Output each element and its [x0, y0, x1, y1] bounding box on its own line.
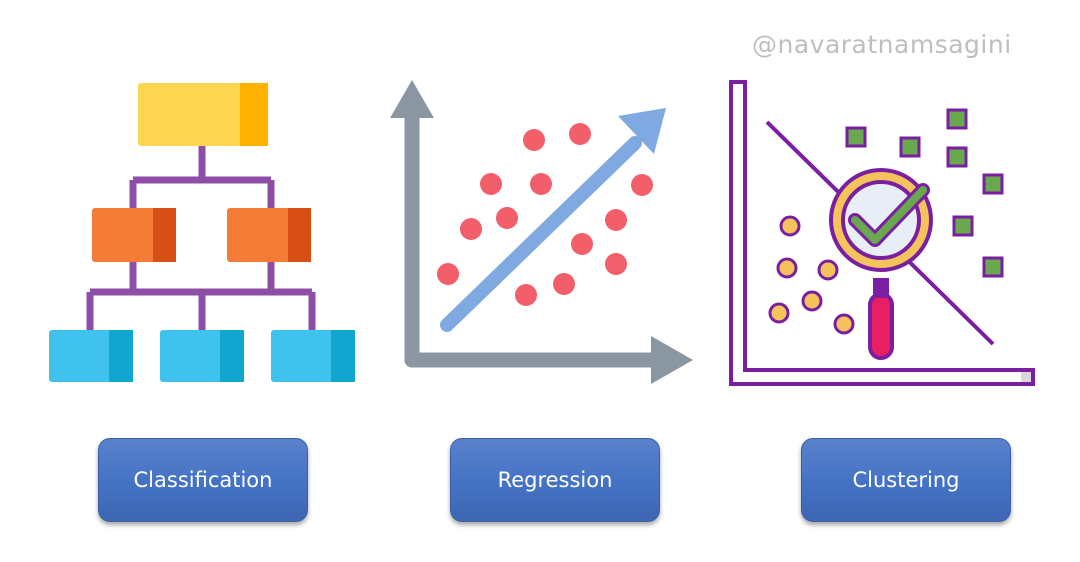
- regression-button[interactable]: Regression: [450, 438, 660, 522]
- watermark: @navaratnamsagini: [752, 30, 1012, 59]
- clustering-button[interactable]: Clustering: [801, 438, 1011, 522]
- clustering-magnifier-icon: [729, 80, 1035, 386]
- regression-scatter-icon: [390, 80, 693, 384]
- classification-button[interactable]: Classification: [98, 438, 308, 522]
- hierarchy-tree-icon: [49, 83, 355, 382]
